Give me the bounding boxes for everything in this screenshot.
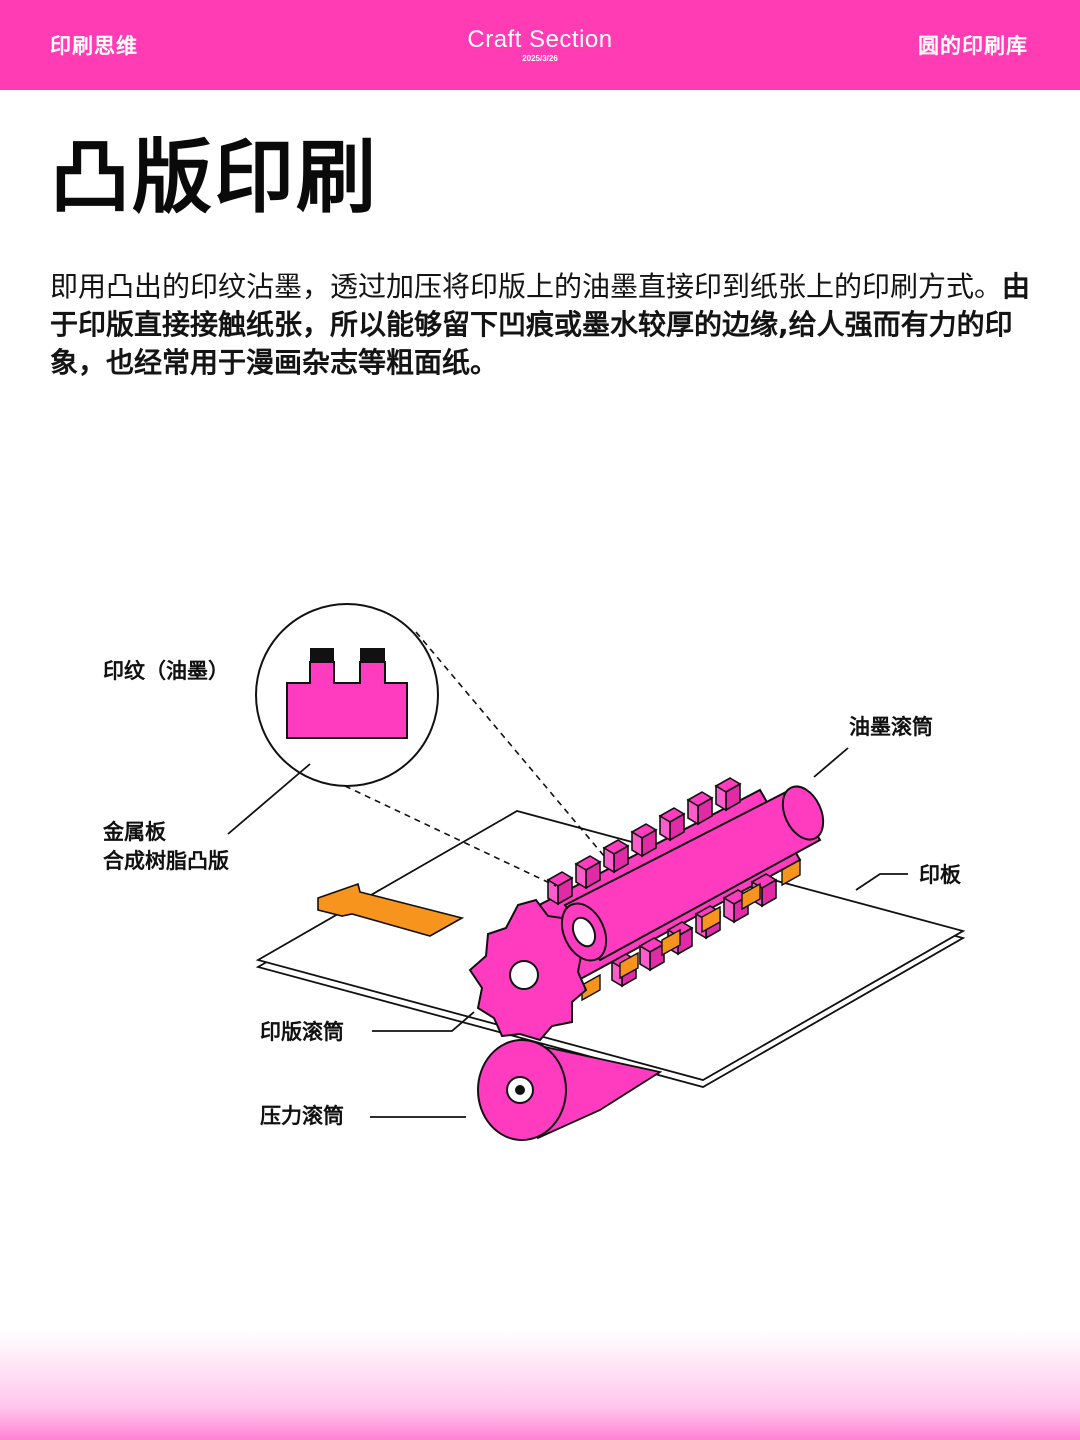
label-pressure-cylinder: 压力滚筒 [260,1104,344,1128]
zoom-leader-lines [344,631,605,887]
ink-layer-icon [310,648,334,662]
label-leader-lines [227,747,908,1118]
brand-title: Craft Section [467,26,613,53]
brand-block: Craft Section 2025/3/26 [0,26,1080,64]
label-plate-cylinder: 印版滚筒 [260,1020,344,1044]
header-bar: 印刷思维 Craft Section 2025/3/26 圆的印刷库 [0,0,1080,90]
bottom-gradient [0,1330,1080,1440]
pressure-cylinder [477,1039,663,1141]
direction-arrow [317,882,465,937]
label-printing-plate: 印板 [919,863,961,887]
description-text-bold: 由于印版直接接触纸张，所以能够留下凹痕或墨水较厚的边缘,给人强而有力的印象，也经… [50,270,1031,379]
header-left-label: 印刷思维 [50,34,138,58]
description-paragraph: 即用凸出的印纹沾墨，透过加压将印版上的油墨直接印到纸张上的印刷方式。由于印版直接… [50,268,1040,382]
ink-roller [560,785,825,962]
label-resin-plate: 合成树脂凸版 [103,849,229,873]
label-ink-roller: 油墨滚筒 [849,715,933,739]
plate-cylinder-gear-face [468,898,588,1042]
description-text-regular: 即用凸出的印纹沾墨，透过加压将印版上的油墨直接印到纸张上的印刷方式。 [50,270,1003,303]
header-right-label: 圆的印刷库 [918,34,1028,58]
header-date: 2025/3/26 [522,54,558,63]
ink-strips [581,858,801,1002]
label-ink-pattern: 印纹（油墨） [103,659,229,683]
label-metal-plate: 金属板 [103,820,166,844]
page-title: 凸版印刷 [50,131,378,224]
zoom-circle [255,603,439,787]
